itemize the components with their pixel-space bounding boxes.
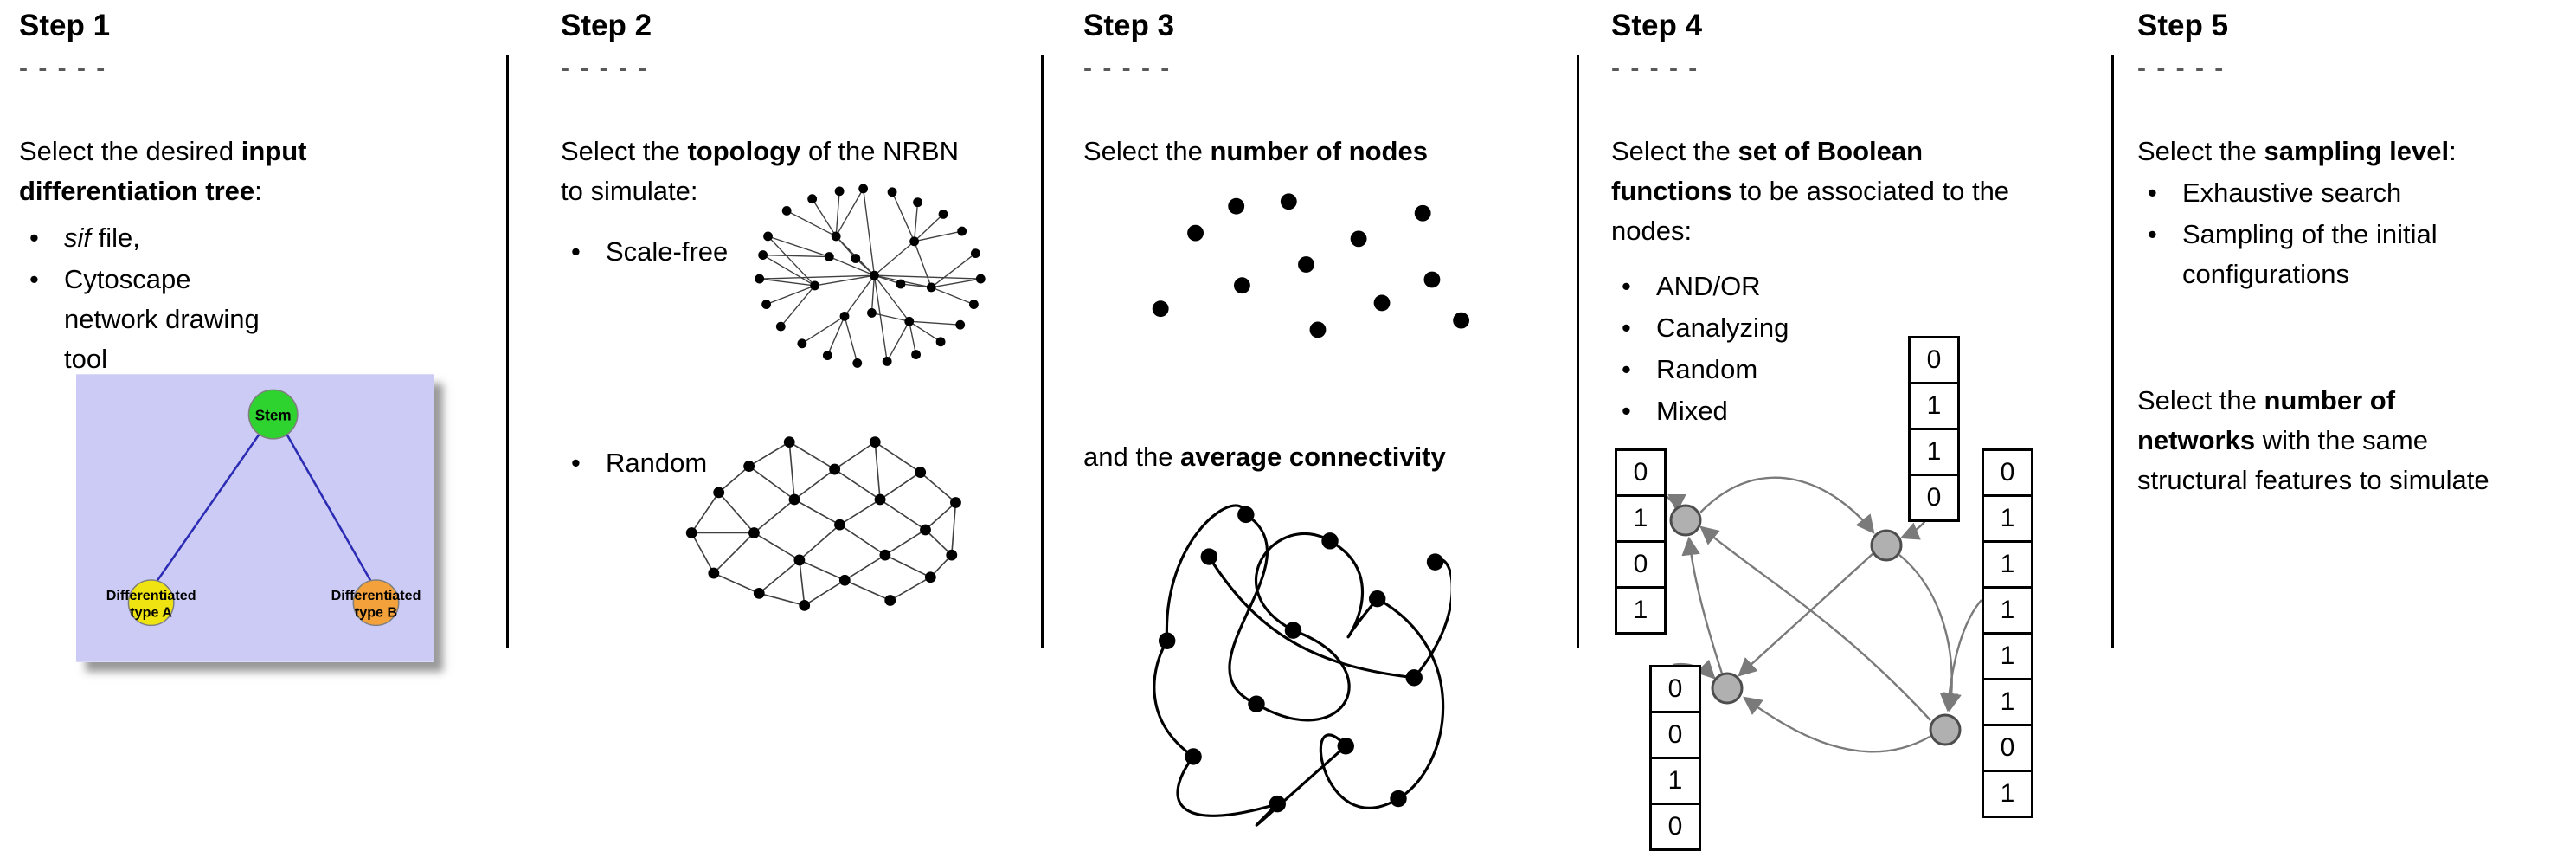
truth-cell: 0 [1649,803,1701,851]
step5-intro: Select the sampling level: [2137,136,2457,166]
truth-cell: 1 [1982,586,2033,635]
truth-table-left: 0 1 0 1 [1615,448,1667,635]
step2-bullet-random: Random [561,443,820,483]
boolean-network-figure [1661,476,1982,753]
scale-free-network-figure [755,184,986,368]
truth-cell: 1 [1649,757,1701,805]
truth-cell: 1 [1982,632,2033,680]
step5-bullet-sampling: Sampling of the initial configurations [2137,215,2483,294]
step3-line2: and the average connectivity [1083,442,1446,472]
edge-B-to-D [1898,554,1962,712]
edge-D-to-C [1743,696,1930,753]
tree-edge-a [151,431,262,588]
random-network-figure [685,436,961,611]
stem-node [247,389,299,440]
step4-bullet-random: Random [1611,350,1871,390]
step1-title: Step 1 [19,9,111,42]
differentiation-tree-svg: Stem Differentiated type A Differentiate… [76,374,434,662]
column-divider-4 [2111,55,2114,648]
step2-intro: Select the topology of the NRBN to simul… [561,136,959,206]
average-connectivity-figure [1153,504,1451,827]
step4-column: Step 4 - - - - - Select the set of Boole… [1611,0,2100,851]
truth-cell: 1 [1982,540,2033,589]
truth-cell: 0 [1908,474,1960,522]
step3-dashes: - - - - - [1083,54,1172,82]
step4-intro: Select the set of Boolean functions to b… [1611,136,2010,246]
column-divider-2 [1041,55,1044,648]
truth-cell: 0 [1649,665,1701,713]
step3-line1: Select the number of nodes [1083,136,1428,166]
truth-table-right: 0 1 1 1 1 1 0 1 [1982,448,2033,818]
step4-bullet-and-or: AND/OR [1611,267,1871,306]
column-divider-1 [506,55,509,648]
column-divider-3 [1577,55,1579,648]
truth-table-top: 0 1 1 0 [1908,336,1960,522]
step3-column: Step 3 - - - - - Select the number of no… [1083,0,1564,851]
step2-column: Step 2 - - - - - Select the topology of … [561,0,1037,851]
type-b-node [352,579,400,627]
truth-cell: 0 [1615,448,1667,497]
step5-dashes: - - - - - [2137,54,2226,82]
tree-edge-b [284,431,376,588]
step1-dashes: - - - - - [19,54,107,82]
truth-cell: 1 [1982,494,2033,543]
bool-node-C [1711,672,1744,705]
edge-righttable-to-nodeD [1939,599,1982,712]
step1-column: Step 1 - - - - - Select the desired inpu… [19,0,504,851]
type-a-node [127,579,175,627]
truth-cell: 0 [1982,724,2033,772]
edge-D-to-A [1699,525,1931,721]
type-a-label-line1: Differentiated [106,588,196,603]
step5-bullet-exhaustive: Exhaustive search [2137,173,2501,213]
differentiation-tree-figure: Stem Differentiated type A Differentiate… [76,374,434,662]
step2-title: Step 2 [561,9,652,42]
step1-intro: Select the desired input differentiation… [19,136,307,206]
edge-C-to-A [1681,536,1724,674]
stem-label: Stem [255,408,292,424]
truth-cell: 0 [1615,540,1667,589]
truth-cell: 1 [1615,586,1667,635]
step2-dashes: - - - - - [561,54,649,82]
nodes-dots-figure [1152,193,1470,338]
type-a-label-line2: type A [130,604,172,620]
type-b-label-line2: type B [355,604,397,620]
step5-title: Step 5 [2137,9,2229,42]
bool-node-A [1669,504,1702,537]
edge-A-to-B [1699,476,1875,534]
truth-cell: 0 [1982,448,2033,497]
type-b-label-line1: Differentiated [331,588,421,603]
truth-cell: 0 [1649,711,1701,759]
step4-dashes: - - - - - [1611,54,1699,82]
truth-cell: 1 [1615,494,1667,543]
truth-cell: 0 [1908,336,1960,384]
truth-cell: 1 [1982,770,2033,818]
truth-table-bottom-left: 0 0 1 0 [1649,665,1701,851]
bool-node-D [1929,713,1962,746]
truth-cell: 1 [1982,678,2033,726]
truth-cell: 1 [1908,382,1960,430]
truth-cell: 1 [1908,428,1960,476]
step2-bullet-scale-free: Scale-free [561,232,820,272]
step4-bullet-mixed: Mixed [1611,391,1871,431]
bool-node-B [1870,529,1903,562]
step5-column: Step 5 - - - - - Select the sampling lev… [2137,0,2574,851]
step4-bullet-canalyzing: Canalyzing [1611,308,1871,348]
step5-networks-paragraph: Select the number of networks with the s… [2137,385,2489,495]
step1-bullet-sif-file: sif file, [19,218,417,258]
step1-bullet-cytoscape: Cytoscape network drawing tool [19,260,283,379]
step4-title: Step 4 [1611,9,1703,42]
step3-title: Step 3 [1083,9,1175,42]
edge-B-to-C [1738,552,1874,677]
